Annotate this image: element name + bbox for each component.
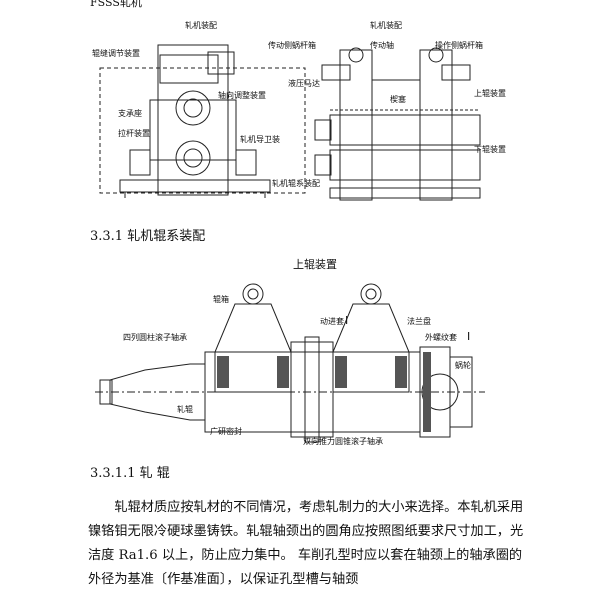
label-upper-roll: 上辊装置 bbox=[474, 88, 506, 98]
label-mark-i: I bbox=[345, 314, 348, 327]
label-hydraulic-nut: 液压马达 bbox=[288, 78, 320, 88]
label-roll: 轧辊 bbox=[177, 404, 193, 414]
label-four-row-bearing: 四列圆柱滚子轴承 bbox=[123, 332, 187, 342]
section-heading-331: 3.3.1 轧机辊系装配 bbox=[90, 229, 206, 244]
label-mark-i2: I bbox=[467, 330, 470, 343]
label-roll-guide: 轧机导卫装 bbox=[240, 134, 280, 144]
label-support: 支承座 bbox=[118, 108, 142, 118]
label-connector: 楔塞 bbox=[390, 94, 406, 104]
label-pull-rod: 拉杆装置 bbox=[118, 128, 150, 138]
label-drive-worm-box: 传动侧蜗杆箱 bbox=[268, 40, 316, 50]
label-op-worm-box: 操作侧蜗杆箱 bbox=[435, 40, 483, 50]
label-roll-change: 轧机辊系装配 bbox=[272, 178, 320, 188]
label-roll-box: 辊箱 bbox=[213, 294, 229, 304]
body-text: 轧辊材质应按轧材的不同情况，考虑轧制力的大小来选择。本轧机采用镍铬钼无限冷硬球墨… bbox=[88, 500, 524, 587]
label-double-bearing: 双向推力圆锥滚子轴承 bbox=[303, 436, 383, 446]
upper-roll-figure: 上辊装置 辊箱 四列圆柱滚子轴承 动进套 I 法兰盘 外螺纹套 I 蜗轮 轧辊 … bbox=[95, 257, 485, 446]
label-moving-sleeve: 动进套 bbox=[320, 316, 344, 326]
right-drawing-title: 轧机装配 bbox=[370, 20, 402, 30]
label-lower-roll: 下辊装置 bbox=[474, 144, 506, 154]
section-heading-3311: 3.3.1.1 轧 辊 bbox=[90, 466, 170, 481]
body-paragraph: 轧辊材质应按轧材的不同情况，考虑轧制力的大小来选择。本轧机采用镍铬钼无限冷硬球墨… bbox=[88, 496, 528, 592]
page-top-fragment: FSSS轧机 bbox=[90, 0, 142, 9]
label-screw-adjust: 辊缝调节装置 bbox=[92, 48, 140, 58]
upper-roll-title: 上辊装置 bbox=[293, 257, 337, 271]
mill-assembly-figure: 轧机装配 轧机装配 辊缝调节装置 轴向调整装置 支承座 拉杆装置 轧机导卫装 轧… bbox=[92, 20, 506, 201]
label-worm-gear: 蜗轮 bbox=[455, 360, 471, 370]
left-drawing-title: 轧机装配 bbox=[185, 20, 217, 30]
label-bearing-adjust: 轴向调整装置 bbox=[218, 90, 266, 100]
label-seal: 广研密封 bbox=[210, 426, 242, 436]
label-drive-shaft: 传动轴 bbox=[370, 40, 394, 50]
label-flange: 法兰盘 bbox=[407, 316, 431, 326]
label-outer-screw: 外螺纹套 bbox=[425, 332, 457, 342]
